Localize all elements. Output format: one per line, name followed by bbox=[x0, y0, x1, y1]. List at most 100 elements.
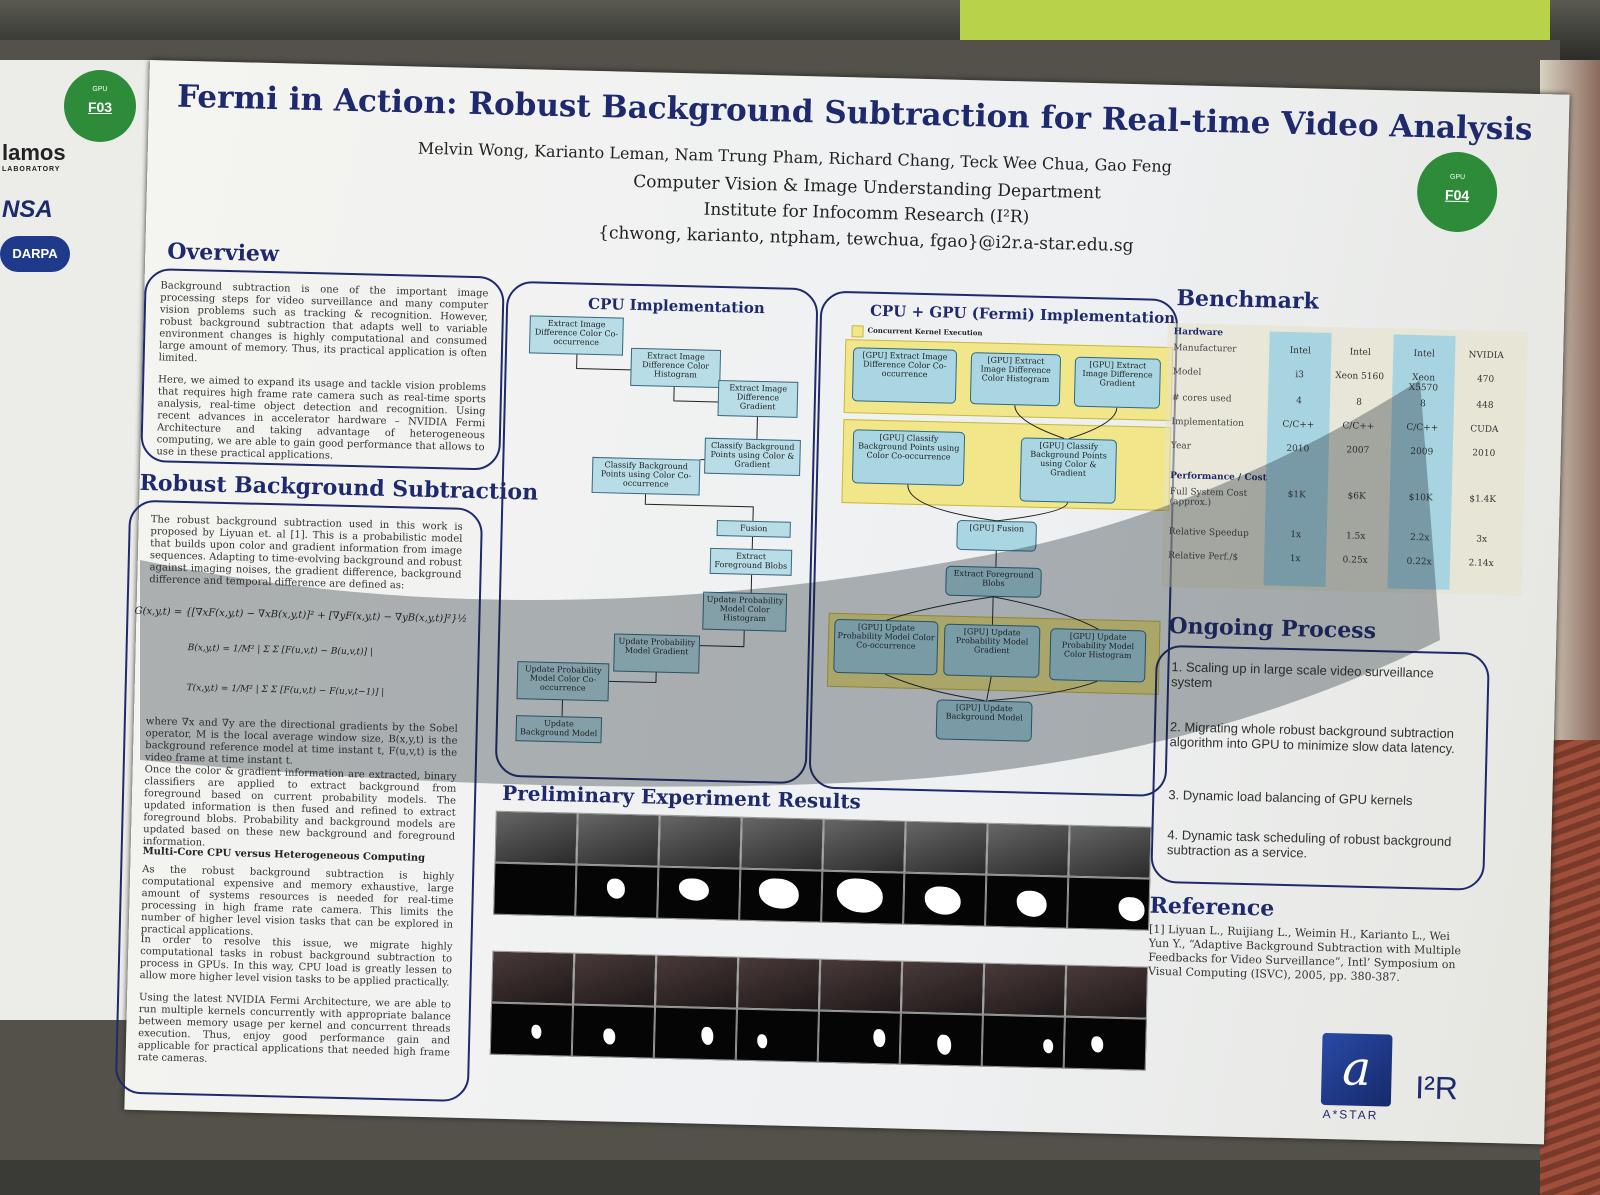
result-frame bbox=[904, 820, 988, 875]
reference-text: [1] Liyuan L., Ruijiang L., Weimin H., K… bbox=[1147, 922, 1462, 984]
foreground-blob bbox=[936, 1034, 952, 1055]
benchmark-cell: 4 bbox=[1296, 396, 1302, 407]
robust-panel: The robust background subtraction used i… bbox=[114, 499, 484, 1103]
lab-logo: lamos bbox=[2, 140, 66, 165]
benchmark-perf-cell: $1K bbox=[1287, 489, 1306, 501]
ongoing-item-1: 1. Scaling up in large scale video surve… bbox=[1170, 659, 1434, 691]
equation-b: B(x,y,t) = 1/M² | Σ Σ [F(u,v,t) − B(u,v,… bbox=[187, 643, 374, 658]
foreground-blob bbox=[1043, 1039, 1054, 1054]
foreground-blob bbox=[1091, 1036, 1104, 1053]
overview-p1: Background subtraction is one of the imp… bbox=[158, 280, 489, 365]
result-frame bbox=[822, 818, 906, 873]
overview-p2: Here, we aimed to expand its usage and t… bbox=[156, 374, 487, 462]
foreground-blob bbox=[701, 1026, 714, 1046]
benchmark-cell: 470 bbox=[1476, 374, 1495, 385]
cpu-flow-arrows bbox=[561, 354, 758, 717]
ongoing-heading: Ongoing Process bbox=[1168, 613, 1377, 645]
overview-heading: Overview bbox=[167, 238, 280, 268]
robust-p2: where ∇x and ∇y are the directional grad… bbox=[144, 716, 458, 767]
benchmark-heading: Benchmark bbox=[1176, 285, 1320, 315]
equation-t: T(x,y,t) = 1/M² | Σ Σ [F(u,v,t) − F(u,v,… bbox=[186, 683, 385, 698]
robust-p3: Once the color & gradient information ar… bbox=[142, 764, 457, 849]
benchmark-cell: 2010 bbox=[1286, 443, 1310, 455]
result-frame bbox=[986, 822, 1070, 877]
astar-label: A*STAR bbox=[1322, 1106, 1379, 1123]
overview-panel: Background subtraction is one of the imp… bbox=[140, 267, 505, 471]
foreground-blob bbox=[606, 878, 626, 899]
benchmark-perf-cell: 1x bbox=[1290, 530, 1302, 541]
benchmark-perf-row-label: Relative Perf./$ bbox=[1168, 551, 1239, 563]
benchmark-cell: Intel bbox=[1349, 347, 1371, 358]
benchmark-perf-cell: $1.4K bbox=[1469, 494, 1497, 506]
benchmark-cell: CUDA bbox=[1470, 424, 1499, 436]
benchmark-cell: 2009 bbox=[1410, 446, 1434, 458]
result-frame-indoor bbox=[491, 950, 575, 1005]
benchmark-cell: 2007 bbox=[1346, 445, 1370, 456]
benchmark-cell: i3 bbox=[1295, 370, 1305, 381]
benchmark-cell: 2010 bbox=[1472, 448, 1496, 459]
benchmark-cell: Intel bbox=[1289, 345, 1311, 357]
result-mask-indoor bbox=[899, 1012, 983, 1067]
foreground-blob bbox=[758, 878, 800, 910]
results-heading: Preliminary Experiment Results bbox=[501, 780, 862, 814]
benchmark-cell: NVIDIA bbox=[1468, 350, 1504, 362]
benchmark-perf-cell: 1x bbox=[1289, 553, 1301, 565]
result-mask-indoor bbox=[817, 1010, 901, 1065]
result-frame bbox=[658, 814, 742, 869]
result-mask bbox=[985, 874, 1069, 929]
left-neighbour-poster: GPU F03 lamos LABORATORY NSA DARPA bbox=[0, 60, 150, 1020]
i2r-logo: I²R bbox=[1414, 1069, 1459, 1107]
foreground-blob bbox=[603, 1028, 616, 1045]
result-mask-indoor bbox=[735, 1008, 819, 1063]
robust-p5: In order to resolve this issue, we migra… bbox=[139, 934, 453, 989]
result-frame bbox=[494, 810, 578, 865]
benchmark-perf-cell: $6K bbox=[1347, 491, 1366, 502]
result-mask bbox=[657, 866, 741, 921]
foreground-blob bbox=[924, 886, 962, 916]
ongoing-panel: 1. Scaling up in large scale video surve… bbox=[1150, 644, 1490, 891]
cpu-panel: CPU Implementation Extract Image Differe… bbox=[494, 280, 819, 785]
benchmark-perf-label: Performance / Cost bbox=[1170, 471, 1267, 484]
robust-heading: Robust Background Subtraction bbox=[139, 469, 539, 506]
ongoing-item-2: 2. Migrating whole robust background sub… bbox=[1169, 719, 1455, 757]
benchmark-perf-cell: $10K bbox=[1408, 492, 1433, 504]
result-mask bbox=[739, 868, 823, 923]
benchmark-perf-row-label: Full System Cost (approx.) bbox=[1169, 487, 1248, 509]
result-frame bbox=[576, 812, 660, 867]
result-mask-indoor bbox=[981, 1014, 1065, 1069]
benchmark-perf-cell: 1.5x bbox=[1345, 531, 1366, 542]
benchmark-cell: Xeon 5160 bbox=[1335, 371, 1385, 383]
result-mask bbox=[493, 862, 577, 917]
reference-heading: Reference bbox=[1149, 892, 1275, 922]
robust-p6: Using the latest NVIDIA Fermi Architectu… bbox=[137, 992, 452, 1065]
poster-title: Fermi in Action: Robust Background Subtr… bbox=[176, 78, 1533, 148]
ongoing-item-4: 4. Dynamic task scheduling of robust bac… bbox=[1166, 827, 1452, 861]
result-mask bbox=[1067, 876, 1151, 931]
astar-logo: a bbox=[1320, 1032, 1393, 1107]
benchmark-cell: Xeon X5570 bbox=[1408, 372, 1439, 394]
foreground-blob bbox=[873, 1028, 886, 1048]
ongoing-item-3: 3. Dynamic load balancing of GPU kernels bbox=[1168, 787, 1413, 809]
benchmark-cell: 448 bbox=[1476, 400, 1494, 411]
result-frame bbox=[1068, 824, 1152, 879]
benchmark-perf-cell: 3x bbox=[1476, 534, 1488, 545]
benchmark-cell: C/C++ bbox=[1406, 422, 1439, 434]
foreground-blob bbox=[531, 1024, 542, 1039]
foreground-blob bbox=[836, 878, 884, 914]
equation-g: G(x,y,t) = {[∇xF(x,y,t) − ∇xB(x,y,t)]² +… bbox=[134, 605, 468, 625]
result-mask-indoor bbox=[653, 1006, 737, 1061]
foreground-blob bbox=[1118, 896, 1145, 922]
result-frame-indoor bbox=[573, 952, 657, 1007]
results-image-grid bbox=[488, 810, 1155, 1127]
benchmark-perf-cell: 0.22x bbox=[1406, 556, 1432, 568]
lab-logo-sub: LABORATORY bbox=[2, 166, 61, 173]
foreground-blob bbox=[1016, 890, 1047, 918]
gpu-panel: CPU + GPU (Fermi) Implementation Concurr… bbox=[808, 290, 1179, 798]
nsa-logo: NSA bbox=[2, 196, 53, 223]
result-mask-indoor bbox=[489, 1002, 574, 1057]
benchmark-perf-row-label: Relative Speedup bbox=[1168, 527, 1249, 539]
result-frame-indoor bbox=[736, 956, 821, 1011]
left-badge: GPU F03 bbox=[64, 70, 136, 142]
benchmark-perf-cell: 0.25x bbox=[1342, 555, 1368, 566]
result-frame bbox=[740, 816, 824, 871]
